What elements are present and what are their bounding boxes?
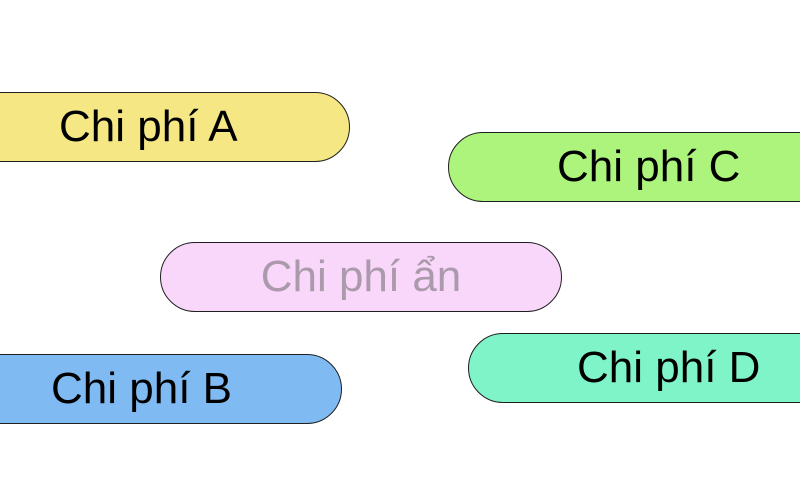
cost-pill-b-label: Chi phí B bbox=[51, 364, 232, 413]
cost-pill-a-label: Chi phí A bbox=[59, 102, 238, 151]
cost-pill-c-label: Chi phí C bbox=[557, 142, 741, 191]
cost-pill-a: Chi phí A bbox=[0, 92, 350, 162]
cost-pill-b: Chi phí B bbox=[0, 354, 342, 424]
cost-pill-c: Chi phí C bbox=[448, 132, 800, 202]
hidden-cost-pill-label: Chi phí ẩn bbox=[260, 252, 462, 301]
cost-pill-d: Chi phí D bbox=[468, 333, 800, 403]
hidden-cost-pill: Chi phí ẩn bbox=[160, 242, 562, 312]
cost-pill-d-label: Chi phí D bbox=[577, 343, 761, 392]
